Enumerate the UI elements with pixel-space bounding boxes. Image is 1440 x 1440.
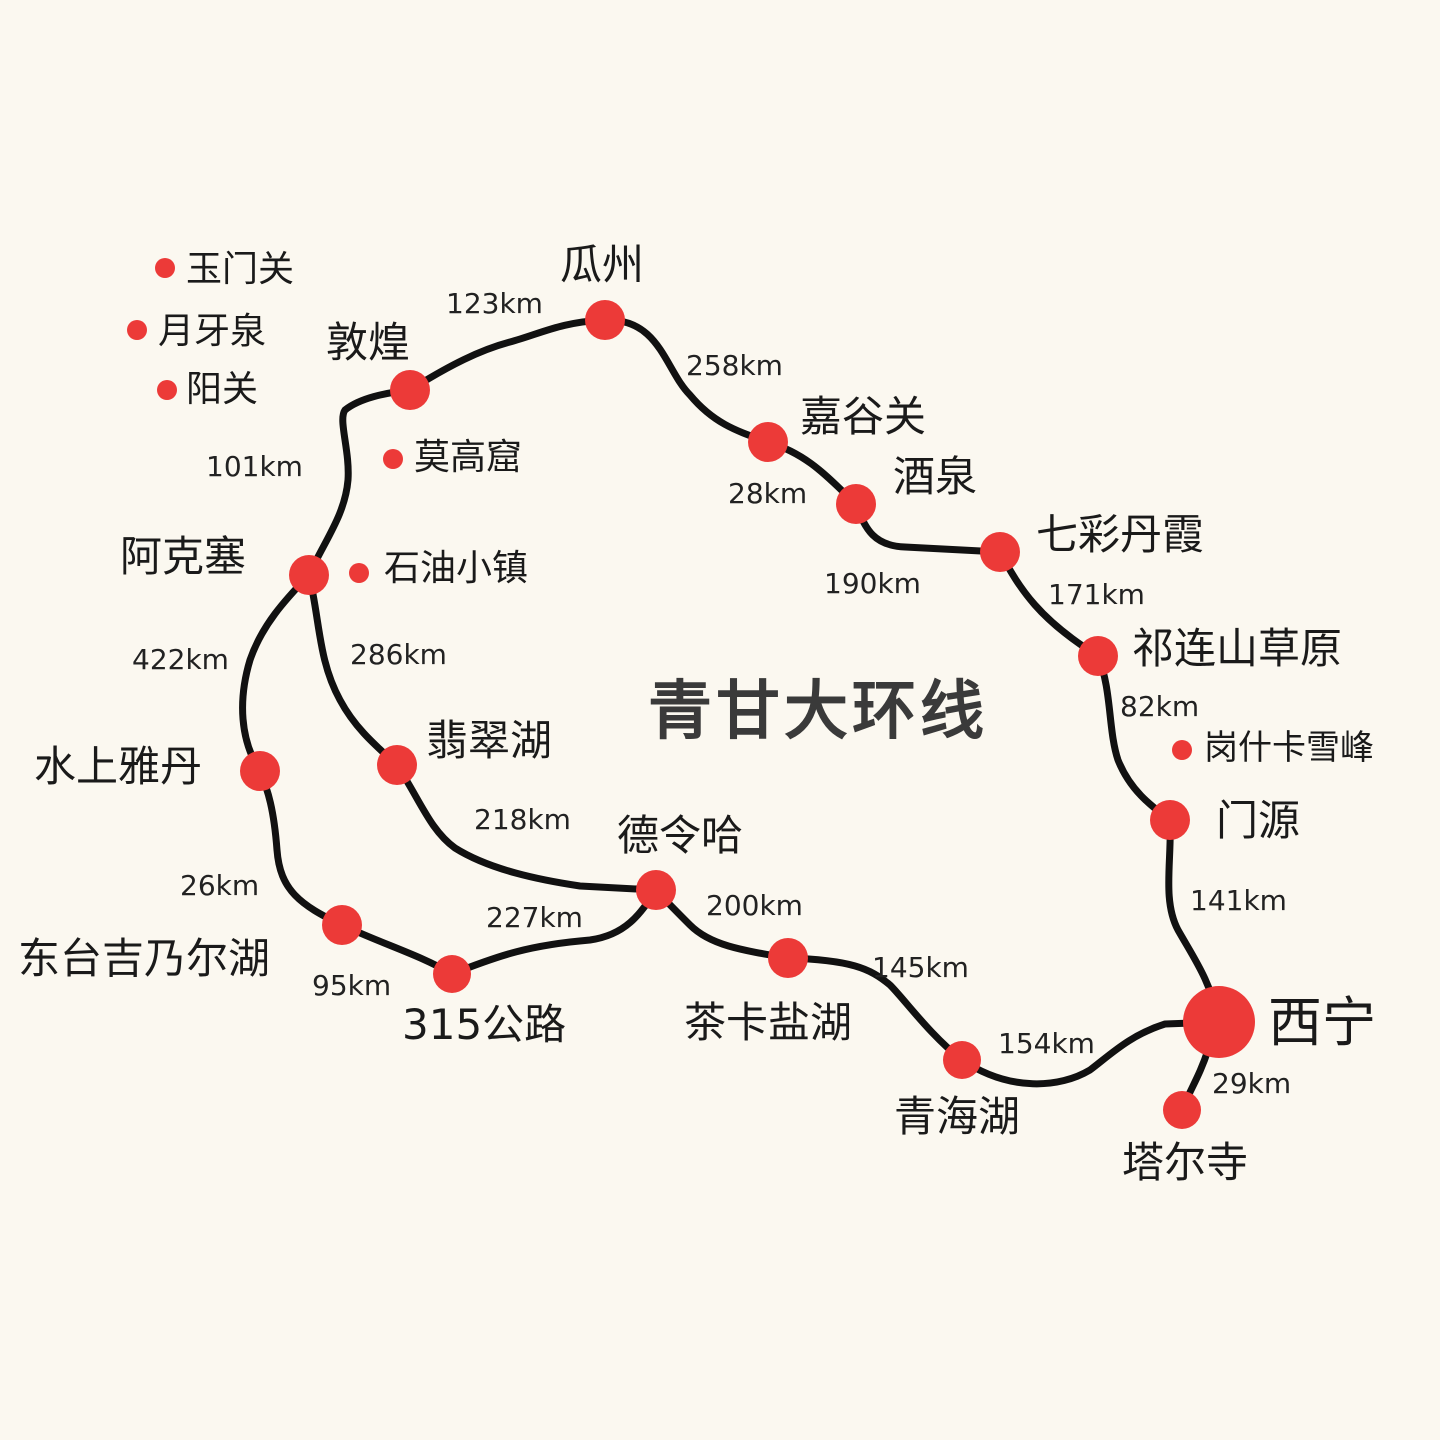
distance-yadan-akesai: 422km [132, 643, 229, 676]
route-guazhou-jiayuguan [601, 316, 772, 446]
city-label-akesai: 阿克塞 [120, 532, 247, 581]
route-delingha-315 [448, 886, 660, 978]
city-label-delingha: 德令哈 [617, 811, 744, 860]
distance-chaka-delingha: 200km [706, 889, 803, 922]
city-label-danxia: 七彩丹霞 [1036, 510, 1205, 559]
city-label-feicui: 翡翠湖 [426, 716, 553, 765]
city-marker-icon [1150, 800, 1190, 840]
city-label-yadan: 水上雅丹 [34, 742, 203, 791]
distance-jiayuguan-jiuquan: 28km [728, 477, 808, 510]
city-nodes [240, 300, 1255, 1129]
poi-label-gangshika: 岗什卡雪峰 [1204, 728, 1374, 768]
attraction-marker-icon [1172, 740, 1192, 760]
distance-jiuquan-danxia: 190km [824, 567, 921, 600]
city-marker-icon [322, 905, 362, 945]
distance-danxia-qilian: 171km [1048, 578, 1145, 611]
city-marker-icon [585, 300, 625, 340]
city-marker-icon [433, 955, 471, 993]
city-label-guazhou: 瓜州 [560, 240, 645, 289]
route-qinghaihu-chaka [784, 954, 966, 1064]
poi-label-yueyaquan: 月牙泉 [158, 311, 267, 352]
city-marker-icon [943, 1041, 981, 1079]
poi-label-mogaoku: 莫高窟 [414, 437, 523, 478]
poi-label-shiyou: 石油小镇 [384, 548, 529, 589]
route-jiuquan-danxia [852, 500, 1004, 556]
city-marker-icon [1183, 986, 1255, 1058]
city-label-taersi: 塔尔寺 [1122, 1138, 1249, 1187]
city-marker-icon [240, 751, 280, 791]
route-xining-qinghaihu [958, 1018, 1223, 1088]
distance-qinghaihu-chaka: 145km [872, 951, 969, 984]
city-label-dunhuang: 敦煌 [326, 318, 411, 367]
distance-akesai-dunhuang: 101km [206, 450, 303, 483]
map-title: 青甘大环线 [648, 675, 988, 749]
city-label-315: 315公路 [402, 1000, 567, 1049]
distance-menyuan-xining: 141km [1190, 884, 1287, 917]
route-akesai-dunhuang [305, 386, 414, 579]
city-label-qilian: 祁连山草原 [1132, 624, 1343, 673]
city-marker-icon [377, 745, 417, 785]
city-label-jiuquan: 酒泉 [893, 452, 978, 501]
route-feicui-delingha [393, 761, 660, 894]
route-dunhuang-guazhou [406, 316, 609, 394]
city-marker-icon [390, 370, 430, 410]
attraction-marker-icon [157, 380, 177, 400]
distance-315-dongtai: 95km [312, 969, 392, 1002]
route-lines [239, 316, 1223, 1114]
attraction-marker-icon [155, 258, 175, 278]
distance-guazhou-jiayuguan: 258km [686, 349, 783, 382]
distance-xining-qinghaihu: 154km [998, 1027, 1095, 1060]
city-label-chaka: 茶卡盐湖 [684, 998, 853, 1047]
poi-label-yangguan: 阳关 [186, 369, 259, 410]
distance-dongtai-yadan: 26km [180, 869, 260, 902]
distance-akesai-feicui: 286km [350, 638, 447, 671]
city-marker-icon [768, 938, 808, 978]
city-label-jiayuguan: 嘉谷关 [800, 392, 927, 441]
city-marker-icon [748, 422, 788, 462]
attraction-nodes [127, 258, 1192, 760]
distance-delingha-315: 227km [486, 901, 583, 934]
attraction-marker-icon [127, 320, 147, 340]
route-akesai-feicui [305, 571, 401, 769]
distance-feicui-delingha: 218km [474, 803, 571, 836]
attraction-marker-icon [349, 563, 369, 583]
route-qilian-menyuan [1094, 652, 1174, 824]
city-label-dongtai: 东台吉乃尔湖 [18, 934, 271, 983]
city-marker-icon [1078, 636, 1118, 676]
route-dongtai-yadan [256, 767, 346, 929]
distance-xining-taersi: 29km [1212, 1067, 1292, 1100]
city-marker-icon [980, 532, 1020, 572]
city-marker-icon [289, 555, 329, 595]
city-marker-icon [836, 484, 876, 524]
city-marker-icon [636, 870, 676, 910]
city-label-menyuan: 门源 [1216, 796, 1301, 845]
city-label-qinghaihu: 青海湖 [894, 1092, 1021, 1141]
poi-label-yumenguan: 玉门关 [186, 249, 295, 290]
route-yadan-akesai [239, 571, 313, 775]
city-label-xining: 西宁 [1268, 991, 1376, 1054]
city-marker-icon [1163, 1091, 1201, 1129]
attraction-marker-icon [383, 449, 403, 469]
distance-qilian-menyuan: 82km [1120, 690, 1200, 723]
distance-dunhuang-guazhou: 123km [446, 287, 543, 320]
